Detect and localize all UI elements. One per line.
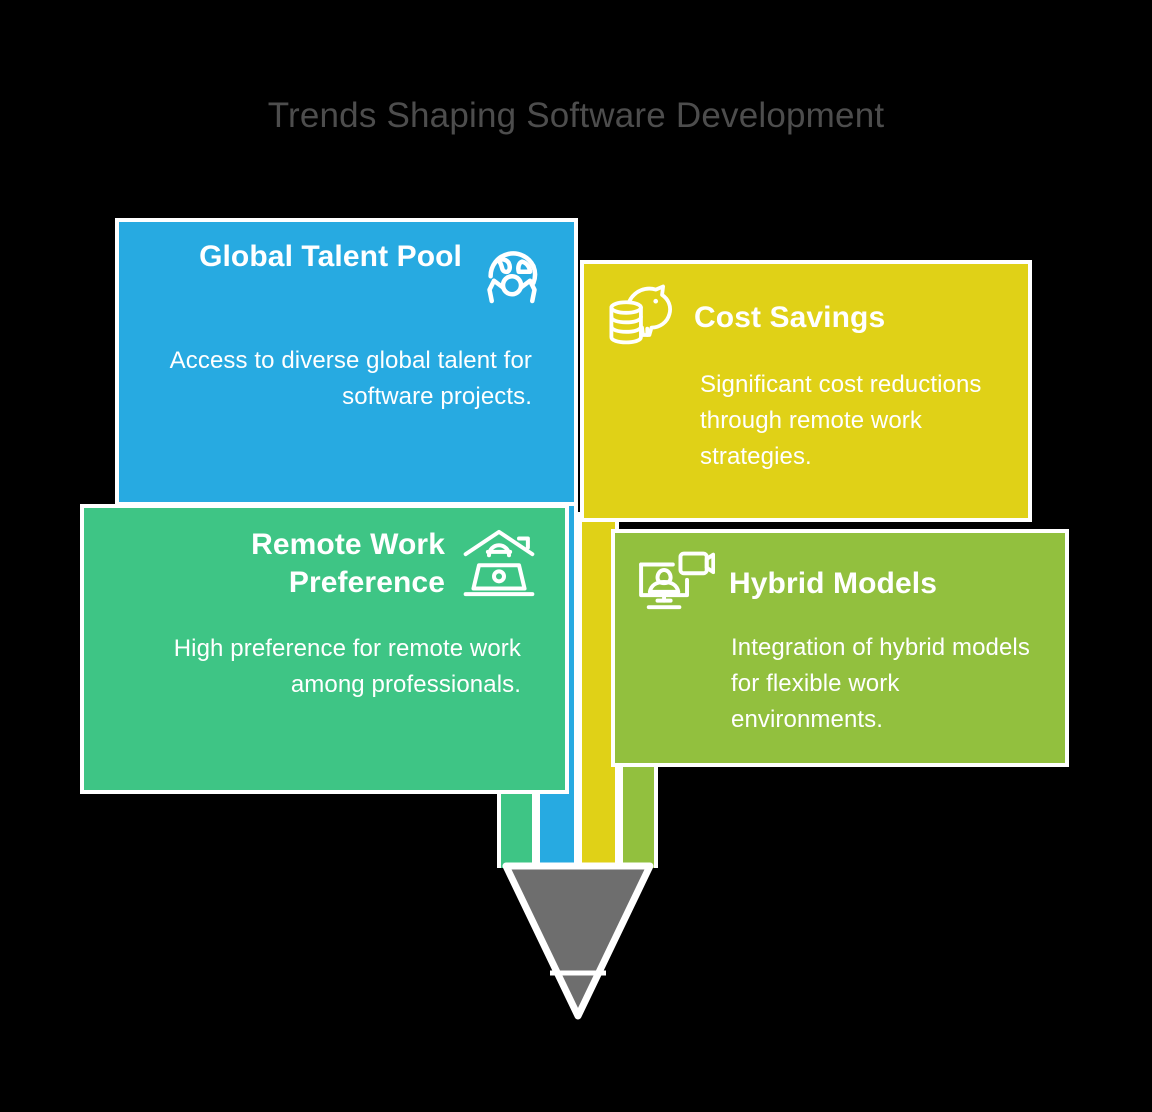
card-header: Global Talent Pool (145, 238, 548, 315)
card-header: Remote Work Preference (110, 526, 539, 605)
card-title-cost-savings: Cost Savings (694, 301, 886, 335)
stem-remote-work (497, 780, 536, 868)
monitor-video-call-icon (635, 547, 716, 622)
funnel-shape (498, 860, 658, 1022)
stem-hybrid-models (619, 755, 658, 868)
card-title-global-talent-pool: Global Talent Pool (199, 240, 462, 273)
card-body-remote-work-preference: High preference for remote work among pr… (173, 635, 521, 698)
piggy-bank-coins-icon (604, 282, 680, 355)
card-header: Cost Savings (604, 282, 1008, 355)
globe-person-icon (476, 238, 548, 315)
page-title: Trends Shaping Software Development (267, 96, 885, 135)
card-body-cost-savings: Significant cost reductions through remo… (700, 371, 982, 470)
card-header: Hybrid Models (635, 547, 1045, 622)
card-title-remote-work-preference: Remote Work Preference (251, 528, 445, 600)
card-global-talent-pool[interactable]: Global Talent Pool Access to diverse glo… (115, 218, 578, 506)
card-title-hybrid-models: Hybrid Models (729, 567, 937, 601)
card-cost-savings[interactable]: Cost Savings Significant cost reductions… (580, 260, 1032, 522)
card-hybrid-models[interactable]: Hybrid Models Integration of hybrid mode… (611, 529, 1069, 767)
card-remote-work-preference[interactable]: Remote Work Preference High preference f… (80, 504, 569, 794)
home-laptop-icon (459, 526, 539, 605)
card-body-hybrid-models: Integration of hybrid models for flexibl… (731, 634, 1030, 733)
card-body-global-talent-pool: Access to diverse global talent for soft… (169, 347, 532, 410)
